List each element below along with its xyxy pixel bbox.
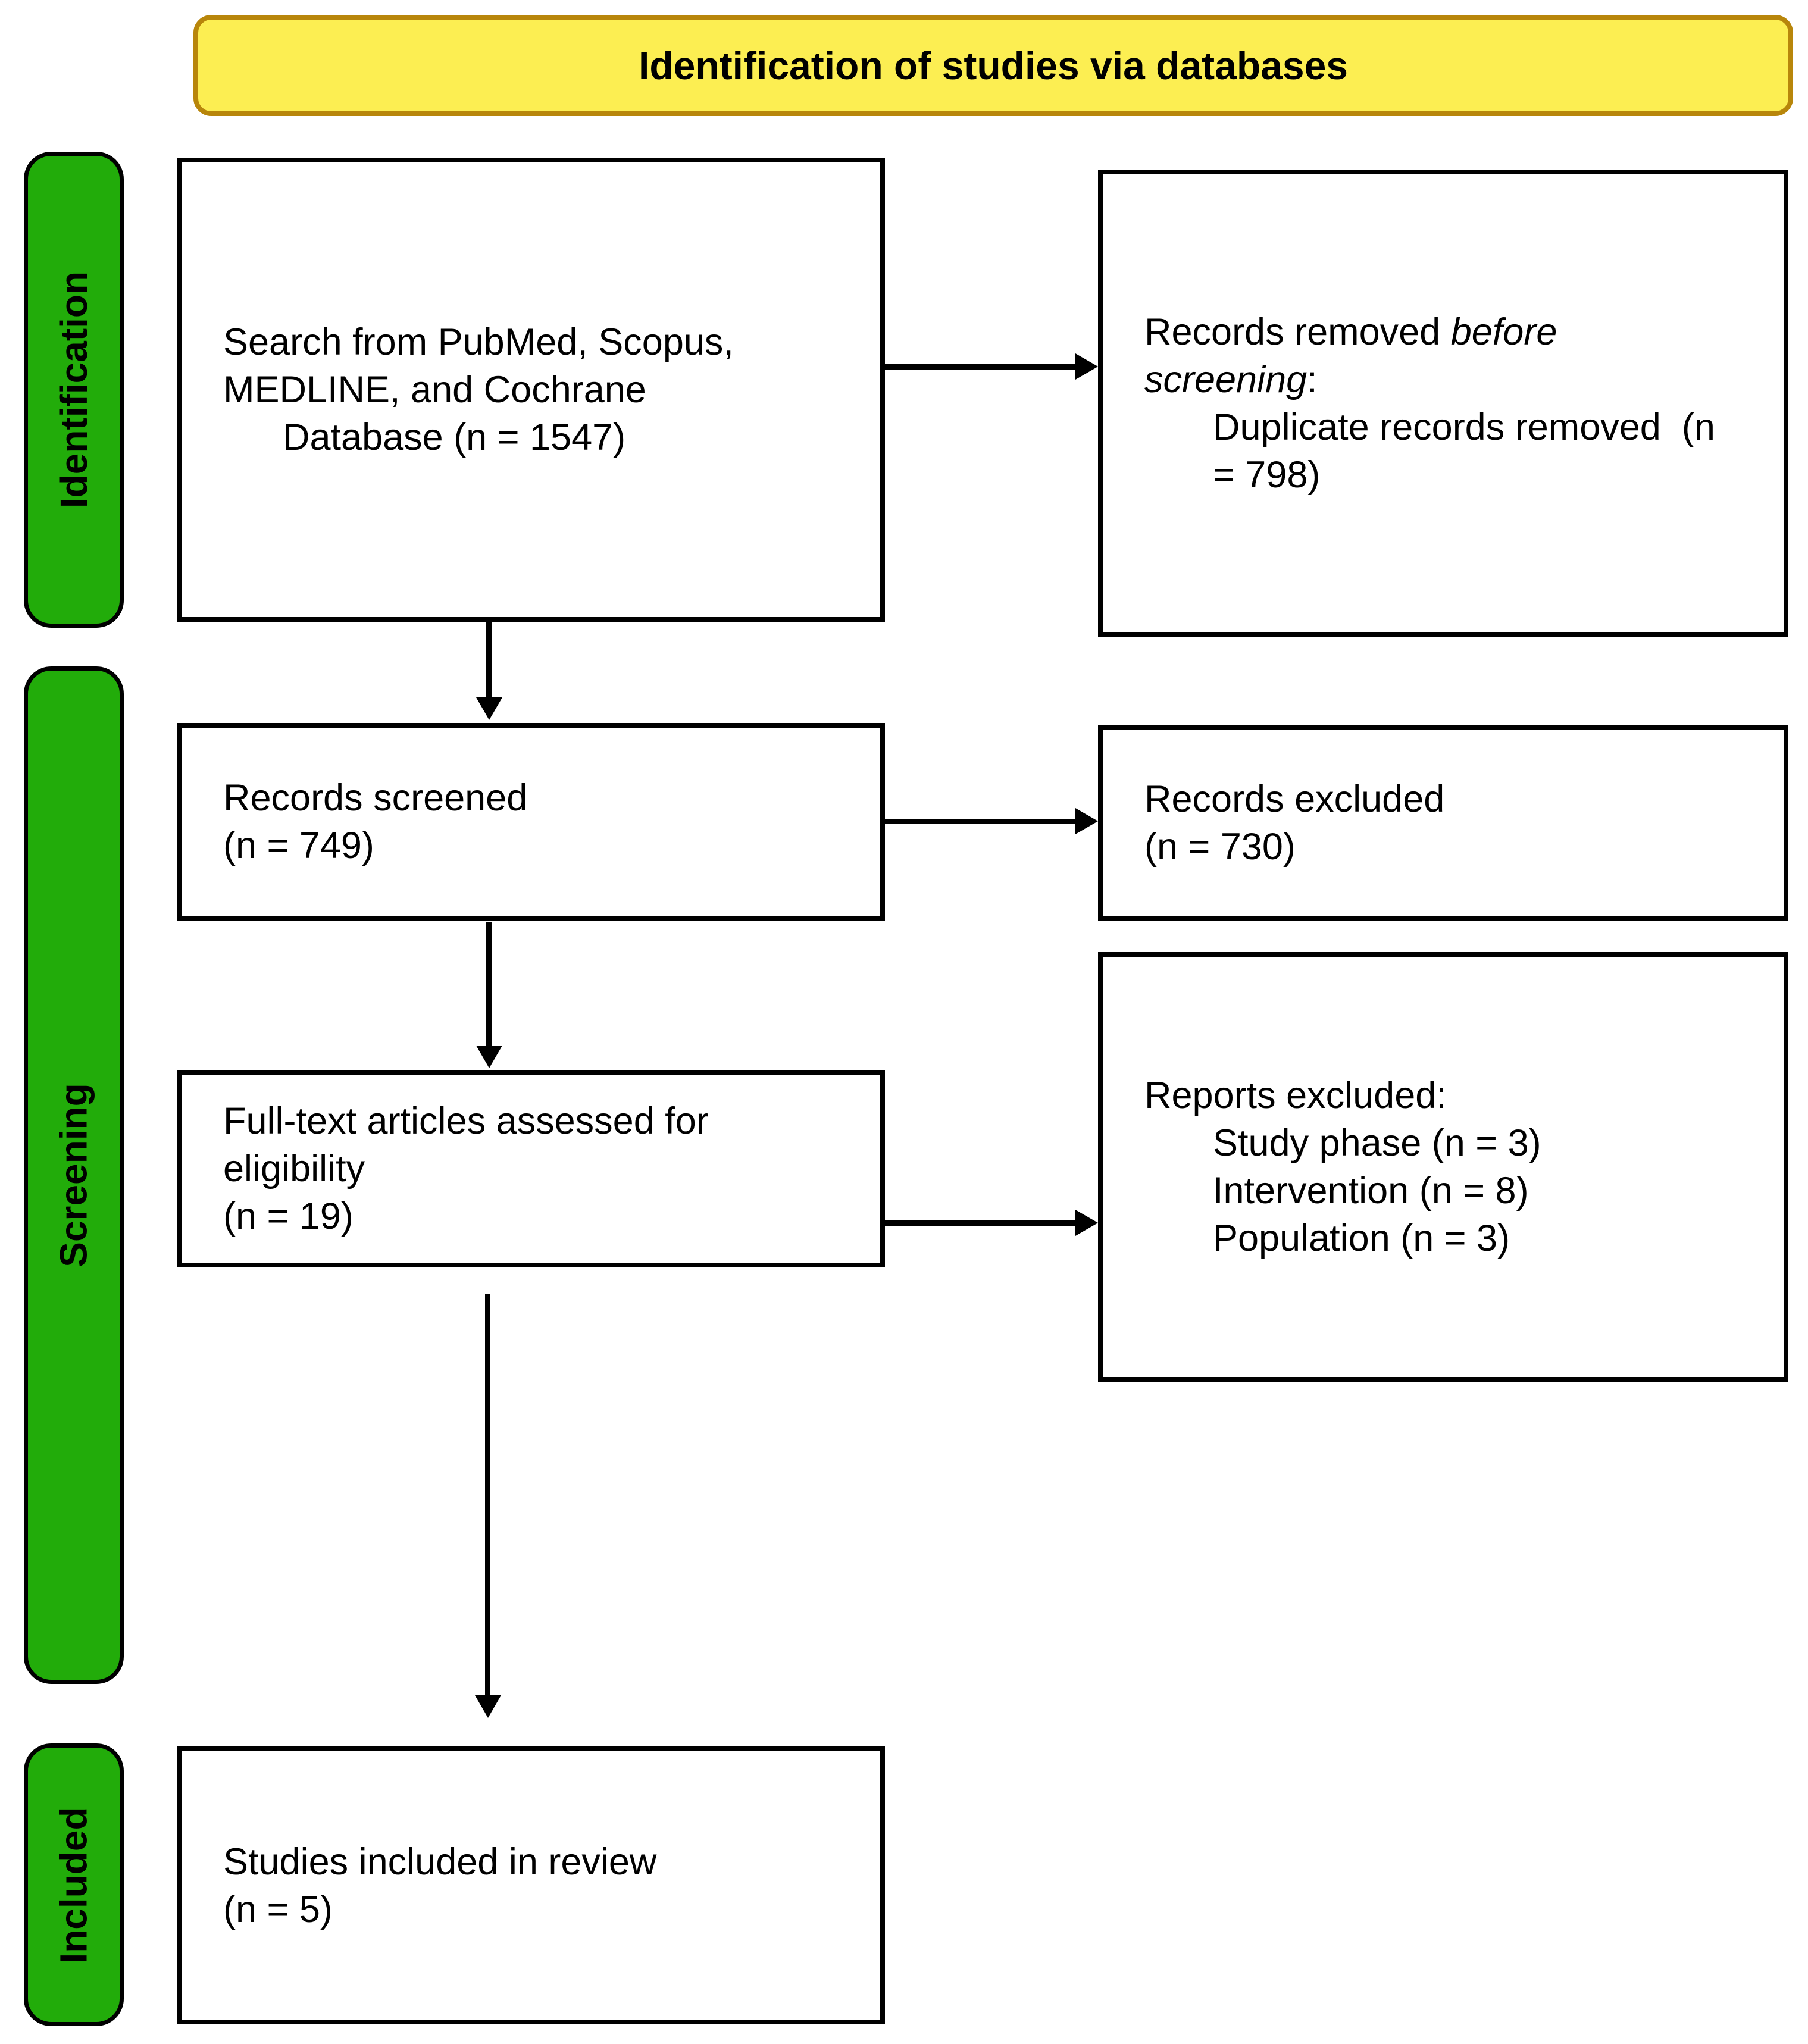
arrow-search-to-screened-line — [486, 622, 492, 702]
stage-identification-label: Identification — [52, 271, 95, 509]
box-text-line: Population (n = 3) — [1213, 1217, 1510, 1259]
box-text-line: screening: — [1144, 356, 1762, 403]
arrow-fulltext-to-reports-line — [885, 1220, 1078, 1226]
stage-identification: Identification — [24, 152, 124, 628]
arrow-screened-to-excluded-line — [885, 819, 1078, 824]
box-studies-included: Studies included in review (n = 5) — [177, 1746, 885, 2024]
box-text-segment: : — [1307, 358, 1318, 400]
box-text-line: (n = 749) — [223, 825, 374, 866]
box-text-line: = 798) — [1213, 453, 1321, 496]
box-text-line: Full-text articles assessed for — [223, 1100, 709, 1142]
box-text-line: Reports excluded: — [1144, 1075, 1447, 1116]
stage-screening: Screening — [24, 666, 124, 1684]
arrow-screened-to-fulltext-head — [476, 1046, 502, 1068]
arrow-search-to-removed-line — [885, 364, 1078, 370]
box-text-line: (n = 5) — [223, 1888, 333, 1930]
box-text-segment-italic: screening — [1144, 358, 1307, 400]
stage-included: Included — [24, 1743, 124, 2026]
stage-included-label: Included — [52, 1806, 95, 1964]
box-text-line: Records screened — [223, 777, 528, 819]
box-search-databases: Search from PubMed, Scopus, MEDLINE, and… — [177, 158, 885, 622]
stage-screening-label: Screening — [52, 1083, 95, 1267]
box-text-segment-italic: before — [1450, 311, 1557, 353]
box-text-line: Studies included in review — [223, 1840, 657, 1883]
box-records-removed: Records removed before screening: Duplic… — [1098, 170, 1788, 637]
box-text-line: Duplicate records removed (n — [1213, 406, 1715, 448]
box-text-line: Records excluded — [1144, 778, 1445, 820]
box-fulltext-assessed: Full-text articles assessed for eligibil… — [177, 1070, 885, 1267]
header-title: Identification of studies via databases — [639, 43, 1348, 87]
box-text-line: Intervention (n = 8) — [1213, 1170, 1529, 1212]
arrow-screened-to-fulltext-line — [486, 922, 492, 1050]
arrow-fulltext-to-included-head — [475, 1695, 501, 1718]
box-text-line: (n = 19) — [223, 1195, 354, 1237]
box-text-line: (n = 730) — [1144, 825, 1296, 868]
box-reports-excluded: Reports excluded: Study phase (n = 3) In… — [1098, 952, 1788, 1382]
header-banner: Identification of studies via databases — [193, 15, 1793, 116]
arrow-fulltext-to-included-line — [485, 1294, 490, 1700]
box-records-screened: Records screened (n = 749) — [177, 723, 885, 921]
arrow-fulltext-to-reports-head — [1075, 1210, 1098, 1236]
arrow-search-to-screened-head — [476, 697, 502, 720]
arrow-screened-to-excluded-head — [1075, 808, 1098, 834]
box-records-excluded: Records excluded (n = 730) — [1098, 725, 1788, 921]
box-text-line: eligibility — [223, 1148, 365, 1190]
box-text-line: Records removed before — [1144, 308, 1762, 356]
box-text-line: MEDLINE, and Cochrane — [223, 369, 646, 411]
box-text-line: Study phase (n = 3) — [1213, 1122, 1541, 1164]
box-text-line: Database (n = 1547) — [283, 417, 626, 458]
box-text-segment: Records removed — [1144, 311, 1451, 353]
arrow-search-to-removed-head — [1075, 353, 1098, 380]
box-text-line: Search from PubMed, Scopus, — [223, 321, 734, 363]
